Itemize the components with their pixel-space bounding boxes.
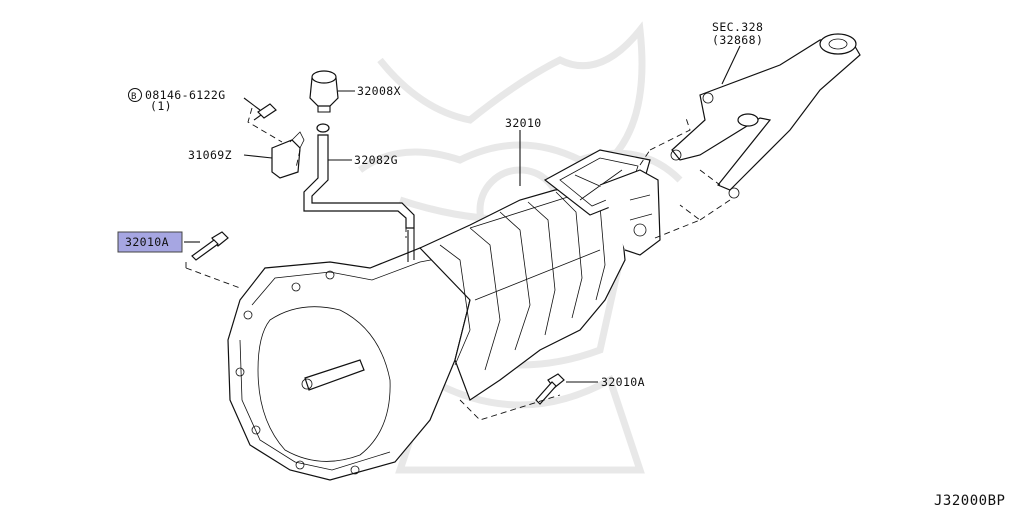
highlight-box — [117, 231, 183, 253]
label-32008x[interactable]: 32008X — [357, 84, 401, 98]
breather-cap-32008x — [309, 70, 339, 113]
bolt-08146 — [253, 103, 277, 121]
label-08146-6122g: B 08146-6122G (1) — [128, 88, 226, 113]
support-bracket — [670, 33, 861, 199]
sec-ref-text: SEC.328 — [712, 20, 763, 34]
sec-328-label: SEC.328 (32868) — [712, 20, 763, 47]
leader-lines — [184, 45, 741, 421]
transmission-assembly — [227, 149, 661, 481]
bolt-ref-circle-icon — [128, 88, 142, 102]
label-32010a-highlighted[interactable]: 32010A — [117, 231, 183, 253]
bolt-32010a-lower — [535, 373, 565, 405]
label-32010a-lower[interactable]: 32010A — [601, 375, 645, 389]
breather-hose-32082g — [303, 123, 415, 229]
bracket-31069z — [271, 131, 305, 179]
label-32082g[interactable]: 32082G — [354, 153, 398, 167]
label-31069z[interactable]: 31069Z — [188, 148, 232, 162]
diagram-code: J32000BP — [934, 493, 1005, 509]
bolt-qty-text: (1) — [150, 99, 172, 113]
bolt-ref-text: 08146-6122G — [145, 88, 226, 102]
bolt-ref-circle-letter: B — [131, 92, 137, 102]
label-32010[interactable]: 32010 — [505, 116, 542, 130]
sec-ref-sub-text: (32868) — [712, 33, 763, 47]
label-32010a-highlight-text: 32010A — [125, 235, 169, 249]
bolt-32010a-upper — [191, 231, 229, 261]
